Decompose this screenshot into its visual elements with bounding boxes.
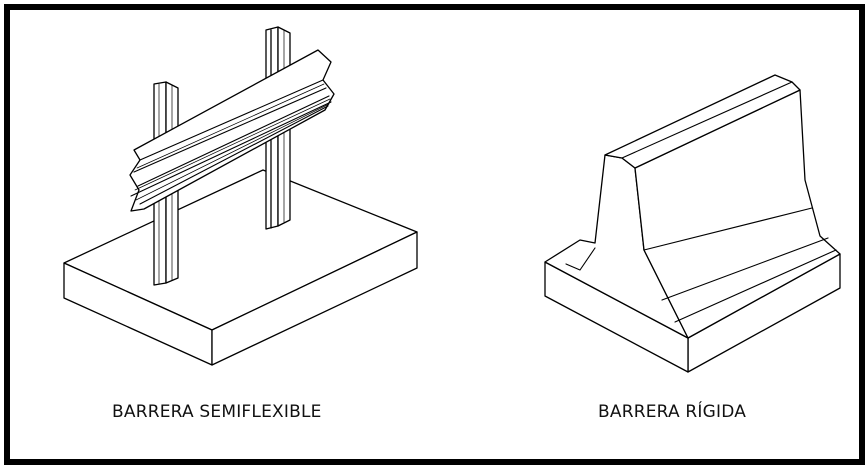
semiflexible-barrier-drawing [63, 26, 418, 366]
w-beam-guardrail [129, 49, 335, 212]
caption-rigid-barrier: BARRERA RÍGIDA [598, 402, 747, 422]
caption-semiflexible-barrier: BARRERA SEMIFLEXIBLE [112, 402, 322, 422]
rigid-front-face [634, 89, 841, 339]
concrete-base-slab [63, 169, 418, 366]
rigid-barrier-drawing [544, 74, 841, 373]
